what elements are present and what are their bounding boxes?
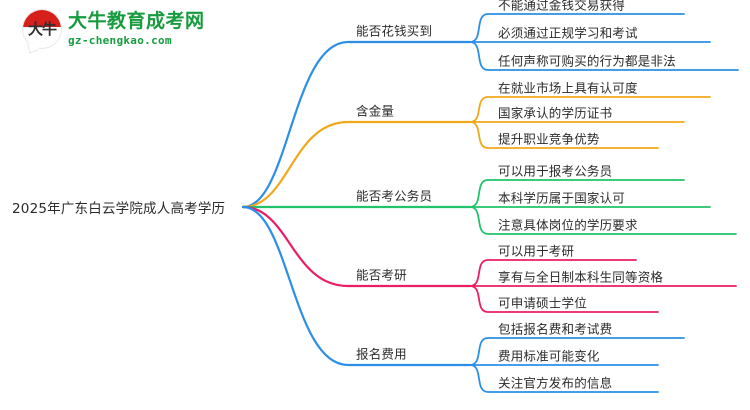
site-logo: 大牛 大牛教育成考网 gz-chengkao.com xyxy=(22,6,222,54)
mindmap-root-node[interactable]: 2025年广东白云学院成人高考学历 xyxy=(12,201,226,217)
mindmap-leaf-node[interactable]: 注意具体岗位的学历要求 xyxy=(498,217,638,233)
mindmap-leaf-node[interactable]: 在就业市场上具有认可度 xyxy=(498,80,638,96)
logo-title: 大牛教育成考网 xyxy=(68,10,205,32)
mindmap-leaf-node[interactable]: 可以用于报考公务员 xyxy=(498,163,613,179)
logo-subtitle: gz-chengkao.com xyxy=(68,34,172,47)
mindmap-connector xyxy=(241,120,472,209)
mindmap-leaf-node[interactable]: 国家承认的学历证书 xyxy=(498,105,613,121)
mindmap-leaf-node[interactable]: 关注官方发布的信息 xyxy=(498,375,613,391)
mindmap-leaf-node[interactable]: 费用标准可能变化 xyxy=(498,348,600,364)
mindmap-leaf-node[interactable]: 可申请硕士学位 xyxy=(498,295,587,311)
mindmap-leaf-node[interactable]: 提升职业竞争优势 xyxy=(498,131,600,147)
mindmap-connector xyxy=(469,13,685,43)
logo-mark-text: 大牛 xyxy=(27,20,57,38)
logo-wordmark: 大牛教育成考网 gz-chengkao.com xyxy=(68,10,205,47)
mindmap-branch-node[interactable]: 能否考研 xyxy=(356,267,407,283)
mindmap-leaf-node[interactable]: 本科学历属于国家认可 xyxy=(498,190,626,206)
mindmap-leaf-node[interactable]: 任何声称可购买的行为都是非法 xyxy=(498,53,676,69)
logo-mark-icon: 大牛 xyxy=(22,9,62,54)
mindmap-connector xyxy=(469,41,739,71)
mindmap-branch-node[interactable]: 报名费用 xyxy=(356,346,407,362)
mindmap-connector xyxy=(469,285,659,313)
mindmap-leaf-node[interactable]: 享有与全日制本科生同等资格 xyxy=(498,269,664,285)
mindmap-connector xyxy=(241,205,472,288)
mindmap-branch-node[interactable]: 能否花钱买到 xyxy=(356,23,433,39)
logo-bubble-top xyxy=(23,10,61,27)
mindmap-branch-node[interactable]: 含金量 xyxy=(356,103,395,119)
mindmap-connector xyxy=(469,337,685,366)
mindmap-connector xyxy=(241,205,472,367)
mindmap-branch-node[interactable]: 能否考公务员 xyxy=(356,188,433,204)
mindmap-connector xyxy=(469,364,659,393)
mindmap-leaf-node[interactable]: 必须通过正规学习和考试 xyxy=(498,25,638,41)
mindmap-leaf-node[interactable]: 包括报名费和考试费 xyxy=(498,321,613,337)
mindmap-connector xyxy=(469,179,685,208)
mindmap-connector xyxy=(469,206,737,235)
mindmap-connector xyxy=(241,40,472,209)
mindmap-leaf-node[interactable]: 不能通过金钱交易获得 xyxy=(498,0,626,13)
mindmap-connector xyxy=(469,121,659,149)
mindmap-connector xyxy=(469,259,637,287)
mindmap-leaf-node[interactable]: 可以用于考研 xyxy=(498,243,575,259)
